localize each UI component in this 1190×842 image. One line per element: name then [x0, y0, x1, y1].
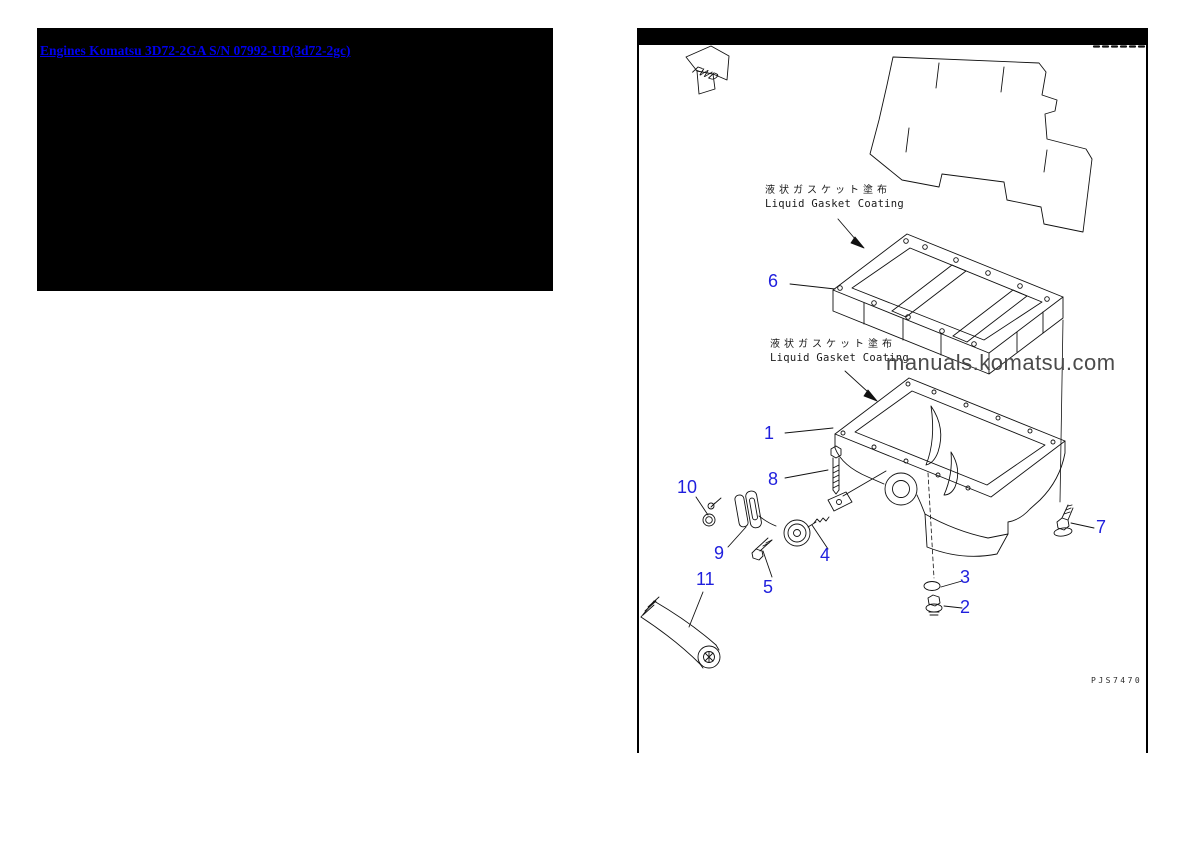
coating-note-1: 液状ガスケット塗布 Liquid Gasket Coating [765, 185, 904, 211]
frame-top-bar [637, 28, 1148, 45]
callout-9[interactable]: 9 [714, 543, 725, 563]
coating-note-1-jp: 液状ガスケット塗布 [765, 185, 891, 196]
bolt-5-drawing [751, 537, 773, 561]
cover-image-panel: Engines Komatsu 3D72-2GA S/N 07992-UP(3d… [37, 28, 553, 291]
model-link[interactable]: Engines Komatsu 3D72-2GA S/N 07992-UP(3d… [40, 43, 351, 58]
bolt-8-drawing [830, 445, 842, 495]
coating-note-1-en: Liquid Gasket Coating [765, 197, 905, 210]
bolt7-construction-line [1059, 319, 1064, 503]
oil-pan-drawing [834, 377, 1066, 557]
figure-code: PJS7470 [1091, 676, 1143, 685]
callout-10[interactable]: 10 [677, 477, 698, 497]
watermark: manuals.komatsu.com [886, 350, 1116, 375]
gasket-tube-drawing [640, 596, 721, 669]
callout-1[interactable]: 1 [764, 423, 775, 443]
engine-block-outline [869, 56, 1093, 233]
callout-3[interactable]: 3 [960, 567, 971, 587]
gauge-guide-assembly-drawing [734, 470, 887, 547]
fwd-icon: FWD [685, 45, 730, 95]
coating-note-arrows [837, 218, 878, 402]
callout-11[interactable]: 11 [696, 569, 715, 589]
parts-figure-frame [637, 28, 1148, 753]
drain-plug-drawing [925, 594, 943, 616]
callout-leader-lines [688, 283, 1095, 628]
callout-7[interactable]: 7 [1096, 517, 1107, 537]
callout-6[interactable]: 6 [768, 271, 779, 291]
coating-note-2-en: Liquid Gasket Coating [770, 351, 910, 364]
drain-gasket-drawing [923, 581, 941, 591]
bolt-7-drawing [1053, 504, 1074, 537]
callout-8[interactable]: 8 [768, 469, 779, 489]
drain-construction-line [927, 472, 935, 579]
oil-pan-spacer-drawing [832, 233, 1064, 375]
coating-note-2: 液状ガスケット塗布 Liquid Gasket Coating [770, 339, 909, 365]
coating-note-2-jp: 液状ガスケット塗布 [770, 339, 896, 350]
callout-2[interactable]: 2 [960, 597, 971, 617]
callout-4[interactable]: 4 [820, 545, 831, 565]
plug-10-drawing [702, 497, 722, 527]
callout-5[interactable]: 5 [763, 577, 774, 597]
